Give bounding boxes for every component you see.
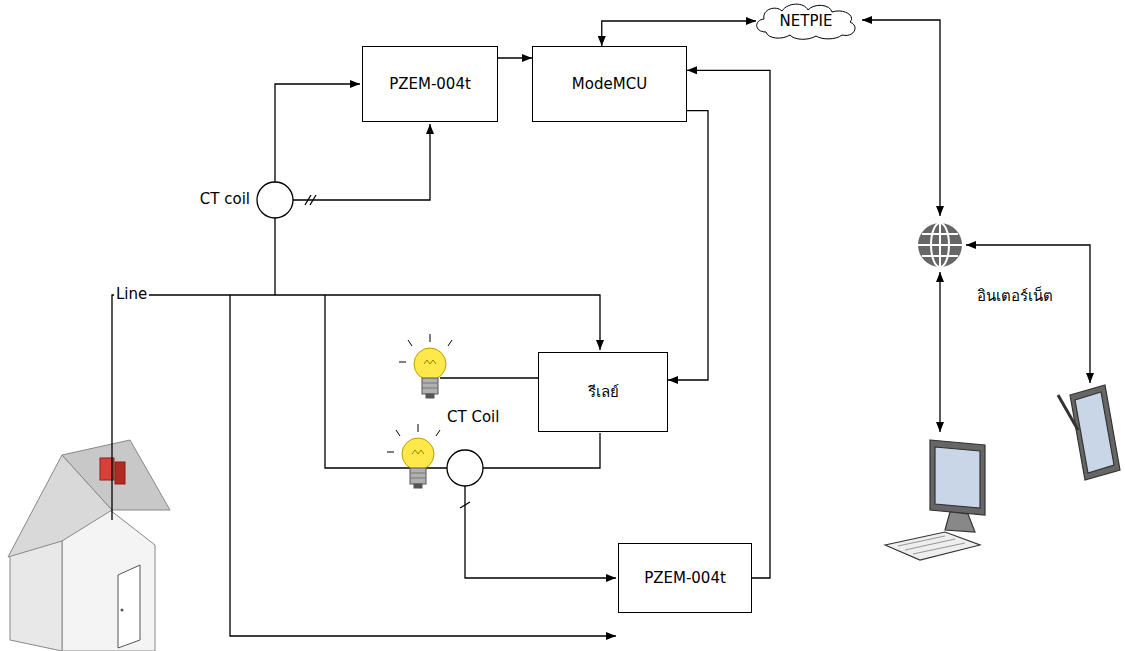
ct-coil-symbol-part: [257, 182, 293, 218]
computer-icon-part: [898, 536, 965, 554]
house-illustration-part: [121, 609, 124, 612]
internet-wires: [862, 20, 1090, 432]
tablet-icon: [1058, 385, 1120, 480]
node-label: รีเลย์: [588, 383, 619, 401]
light-bulb-part: [402, 438, 434, 470]
cloud-service: NETPIE: [752, 2, 860, 40]
node-label: PZEM-004t: [389, 75, 471, 93]
light-bulb: [387, 334, 452, 488]
house-illustration: [8, 440, 170, 651]
globe-icon-part: [918, 223, 962, 267]
house-illustration-part: [118, 565, 140, 648]
part-label: CT coil: [198, 190, 252, 208]
computer-icon-part: [945, 512, 975, 532]
computer-icon-part: [935, 447, 980, 508]
globe-icon-part: [918, 223, 962, 267]
internet-wires-part: [939, 272, 940, 432]
signal-connector: [687, 70, 770, 578]
light-bulb-part: [410, 468, 426, 484]
computer-icon-part: [930, 440, 985, 515]
light-bulb-part: [412, 450, 424, 454]
tablet-icon-part: [1058, 395, 1078, 430]
signal-connector: [602, 21, 756, 46]
node-label: NETPIE: [780, 12, 833, 30]
ct-coil-symbol: [257, 182, 483, 486]
node-label: ModeMCU: [572, 75, 647, 93]
globe-icon-part: [918, 223, 962, 267]
power-wires-part: [112, 295, 600, 520]
light-bulb-part: [414, 484, 422, 488]
house-illustration-part: [115, 462, 125, 484]
light-bulb-part: [424, 360, 436, 364]
signal-connector: [668, 111, 708, 380]
internet-wires-part: [862, 20, 940, 216]
tablet-icon-part: [1070, 385, 1120, 480]
house-illustration-part: [10, 540, 62, 651]
power-wires-part: [460, 502, 470, 508]
wire-label: Line: [114, 285, 149, 303]
ct-coil-symbol-part: [447, 450, 483, 486]
light-bulb-part: [426, 394, 434, 398]
power-wires-part: [440, 377, 538, 378]
light-bulb-part: [399, 334, 452, 398]
sensor-box: PZEM-004t: [618, 543, 752, 613]
cloud-path: [757, 4, 855, 39]
light-bulb-part: [414, 348, 446, 380]
power-wires-part: [293, 124, 430, 200]
computer-icon-part: [885, 532, 980, 560]
power-wires-part: [465, 486, 616, 578]
light-bulb-part: [410, 473, 426, 478]
relay-box: รีเลย์: [538, 352, 668, 432]
internet-wires-part: [966, 245, 1090, 383]
computer-icon: [885, 440, 985, 560]
power-wires-part: [230, 295, 616, 636]
light-bulb-part: [422, 378, 438, 394]
sensor-box: PZEM-004t: [362, 46, 498, 122]
node-label: PZEM-004t: [644, 569, 726, 587]
power-wires-part: [305, 195, 316, 205]
network-label: อินเตอร์เน็ต: [975, 287, 1055, 305]
controller-box: ModeMCU: [532, 46, 687, 122]
house-illustration-part: [62, 440, 170, 510]
light-bulb-part: [422, 383, 438, 388]
tablet-icon-part: [1075, 392, 1114, 473]
globe-icon: [918, 223, 962, 267]
part-label: CT Coil: [445, 408, 501, 426]
light-bulb-part: [387, 424, 440, 488]
signal-connector: [498, 57, 532, 58]
